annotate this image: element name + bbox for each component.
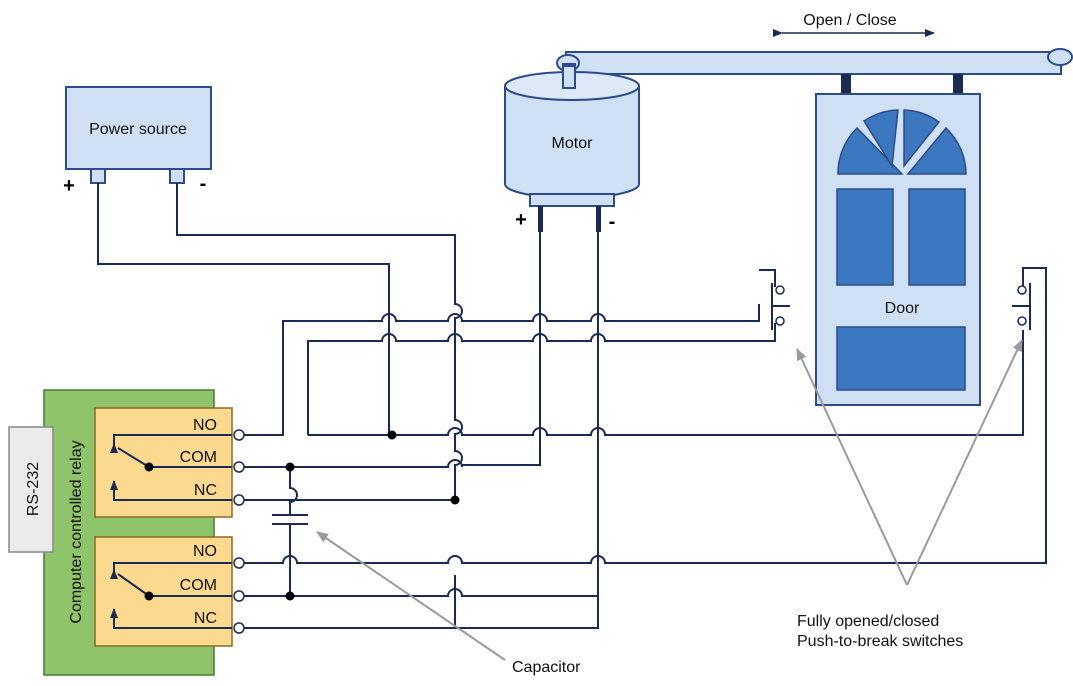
left-limit-switch [771,283,790,330]
switches-label-line1: Fully opened/closed [797,613,939,630]
power-minus-sign: - [200,173,207,195]
relay1-com-label: COM [180,449,217,466]
relay-terminals [233,429,245,634]
power-plus-sign: + [63,175,75,197]
relay-module [8,389,233,676]
relay-module-label: Computer controlled relay [68,440,85,623]
power-source [65,86,212,184]
motor [504,63,640,232]
power-source-label: Power source [89,121,187,138]
relay1-com-junction [144,462,154,472]
relay2-com-label: COM [180,577,217,594]
motor-minus-sign: - [609,211,616,233]
relay1-nc-label: NC [194,482,217,499]
switches-label-line2: Push-to-break switches [797,633,963,650]
motor-plus-sign: + [515,209,527,231]
relay2-com-junction [144,591,154,601]
relay2-nc-label: NC [194,610,217,627]
capacitor-symbol [272,514,308,525]
relay2-contacts [110,562,232,629]
open-close-label: Open / Close [803,12,896,29]
door [815,93,981,406]
wire-junctions [285,430,460,601]
relay1-contacts [110,434,232,501]
door-label: Door [885,300,920,317]
motor-label: Motor [552,135,594,152]
rs232-label: RS-232 [25,462,42,516]
callout-pointers [316,339,1023,661]
relay2-no-label: NO [193,543,217,560]
relay1-no-label: NO [193,417,217,434]
wiring [97,183,1047,629]
right-limit-switch [1012,283,1031,330]
capacitor-label: Capacitor [512,659,581,676]
